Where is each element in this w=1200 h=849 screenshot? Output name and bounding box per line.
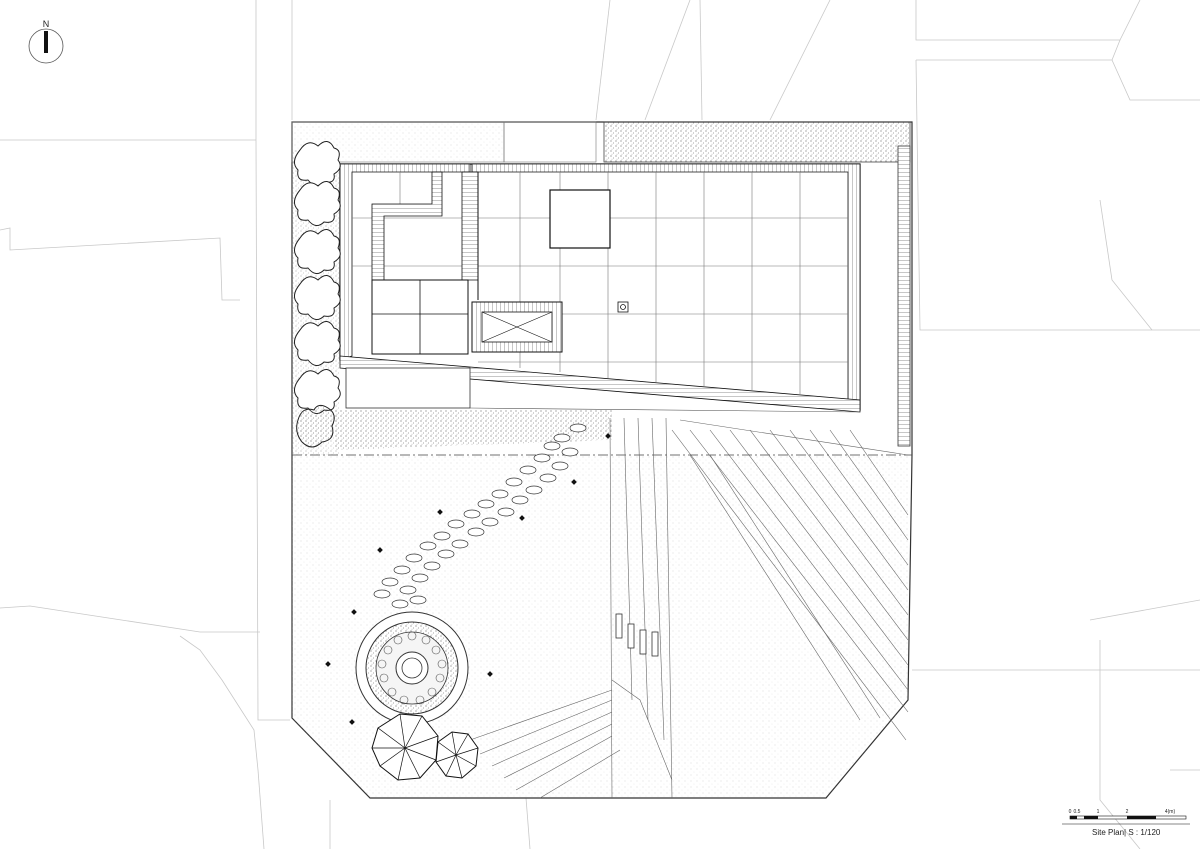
gravel-strip bbox=[334, 410, 612, 450]
deck-steps bbox=[615, 613, 659, 657]
stepping-stone-path bbox=[373, 423, 587, 609]
scale-tick-4: 4(m) bbox=[1165, 809, 1176, 815]
north-compass: N bbox=[28, 19, 64, 64]
skylight bbox=[549, 189, 611, 249]
scale-bar: 0 0.5 1 2 4(m) Site Plan| S : 1/120 bbox=[1062, 809, 1190, 837]
roof-drain bbox=[617, 301, 629, 313]
scale-tick-0: 0 bbox=[1069, 809, 1072, 815]
scale-title: Site Plan| S : 1/120 bbox=[1092, 828, 1161, 837]
scale-tick-3: 2 bbox=[1126, 809, 1129, 815]
circular-pebble-feature bbox=[355, 611, 469, 725]
hedge-shrubs bbox=[294, 141, 341, 448]
entrance-paving-strip bbox=[603, 121, 911, 163]
building-roof bbox=[339, 163, 861, 413]
tree-large bbox=[371, 713, 439, 781]
side-fence bbox=[897, 145, 911, 447]
tree-small bbox=[435, 731, 479, 779]
north-label: N bbox=[43, 19, 50, 29]
scale-tick-1: 0.5 bbox=[1074, 809, 1081, 815]
scale-tick-2: 1 bbox=[1097, 809, 1100, 815]
deck-diagonal-lines bbox=[469, 417, 909, 799]
ground-markers bbox=[325, 433, 611, 725]
